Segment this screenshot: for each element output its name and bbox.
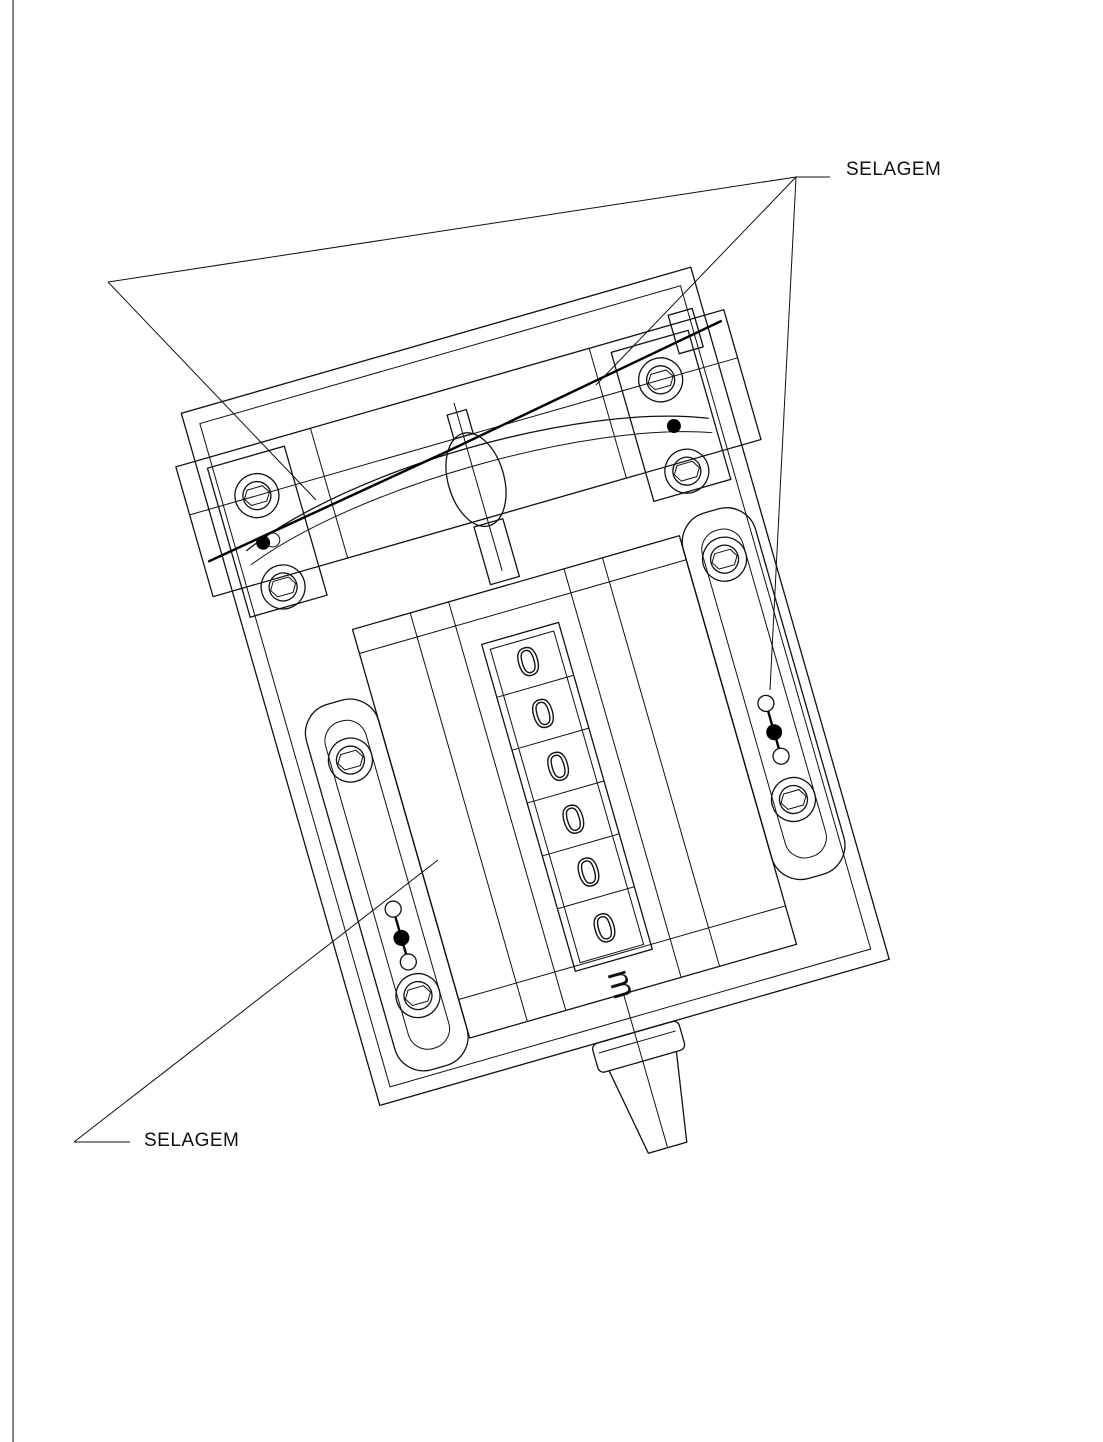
top-callout-label: SELAGEM <box>846 159 941 180</box>
meter-assembly: 0 0 0 0 0 0 m <box>175 266 890 1154</box>
central-probe <box>445 402 521 586</box>
bottom-callout-label: SELAGEM <box>144 1130 239 1151</box>
counter-digit-4: 0 <box>557 796 591 844</box>
seal-point-right <box>766 724 783 741</box>
counter-housing <box>304 507 846 1072</box>
top-right-bolt-pair <box>638 357 710 494</box>
counter-window: 0 0 0 0 0 0 m <box>481 621 653 1003</box>
counter-unit: m <box>600 965 644 1003</box>
counter-digit-2: 0 <box>526 690 560 738</box>
counter-digit-1: 0 <box>512 638 546 686</box>
top-left-bolt-pair <box>234 472 306 610</box>
outlet-nozzle <box>592 993 688 1154</box>
left-slot-bracket <box>304 698 469 1072</box>
counter-digit-3: 0 <box>542 743 576 791</box>
seal-point-top-left <box>256 535 271 550</box>
seal-point-top-right <box>666 418 681 433</box>
counter-digit-5: 0 <box>572 849 606 897</box>
top-right-tab <box>667 307 704 355</box>
bottom-callout: SELAGEM <box>73 859 439 1151</box>
right-slot-bracket <box>681 507 846 881</box>
top-callout: SELAGEM <box>107 159 941 691</box>
top-seal-wire <box>207 319 723 563</box>
seal-point-left <box>393 929 410 946</box>
right-side-bolts <box>701 536 817 823</box>
counter-digit-6: 0 <box>588 904 622 952</box>
left-side-bolts <box>327 737 441 1019</box>
